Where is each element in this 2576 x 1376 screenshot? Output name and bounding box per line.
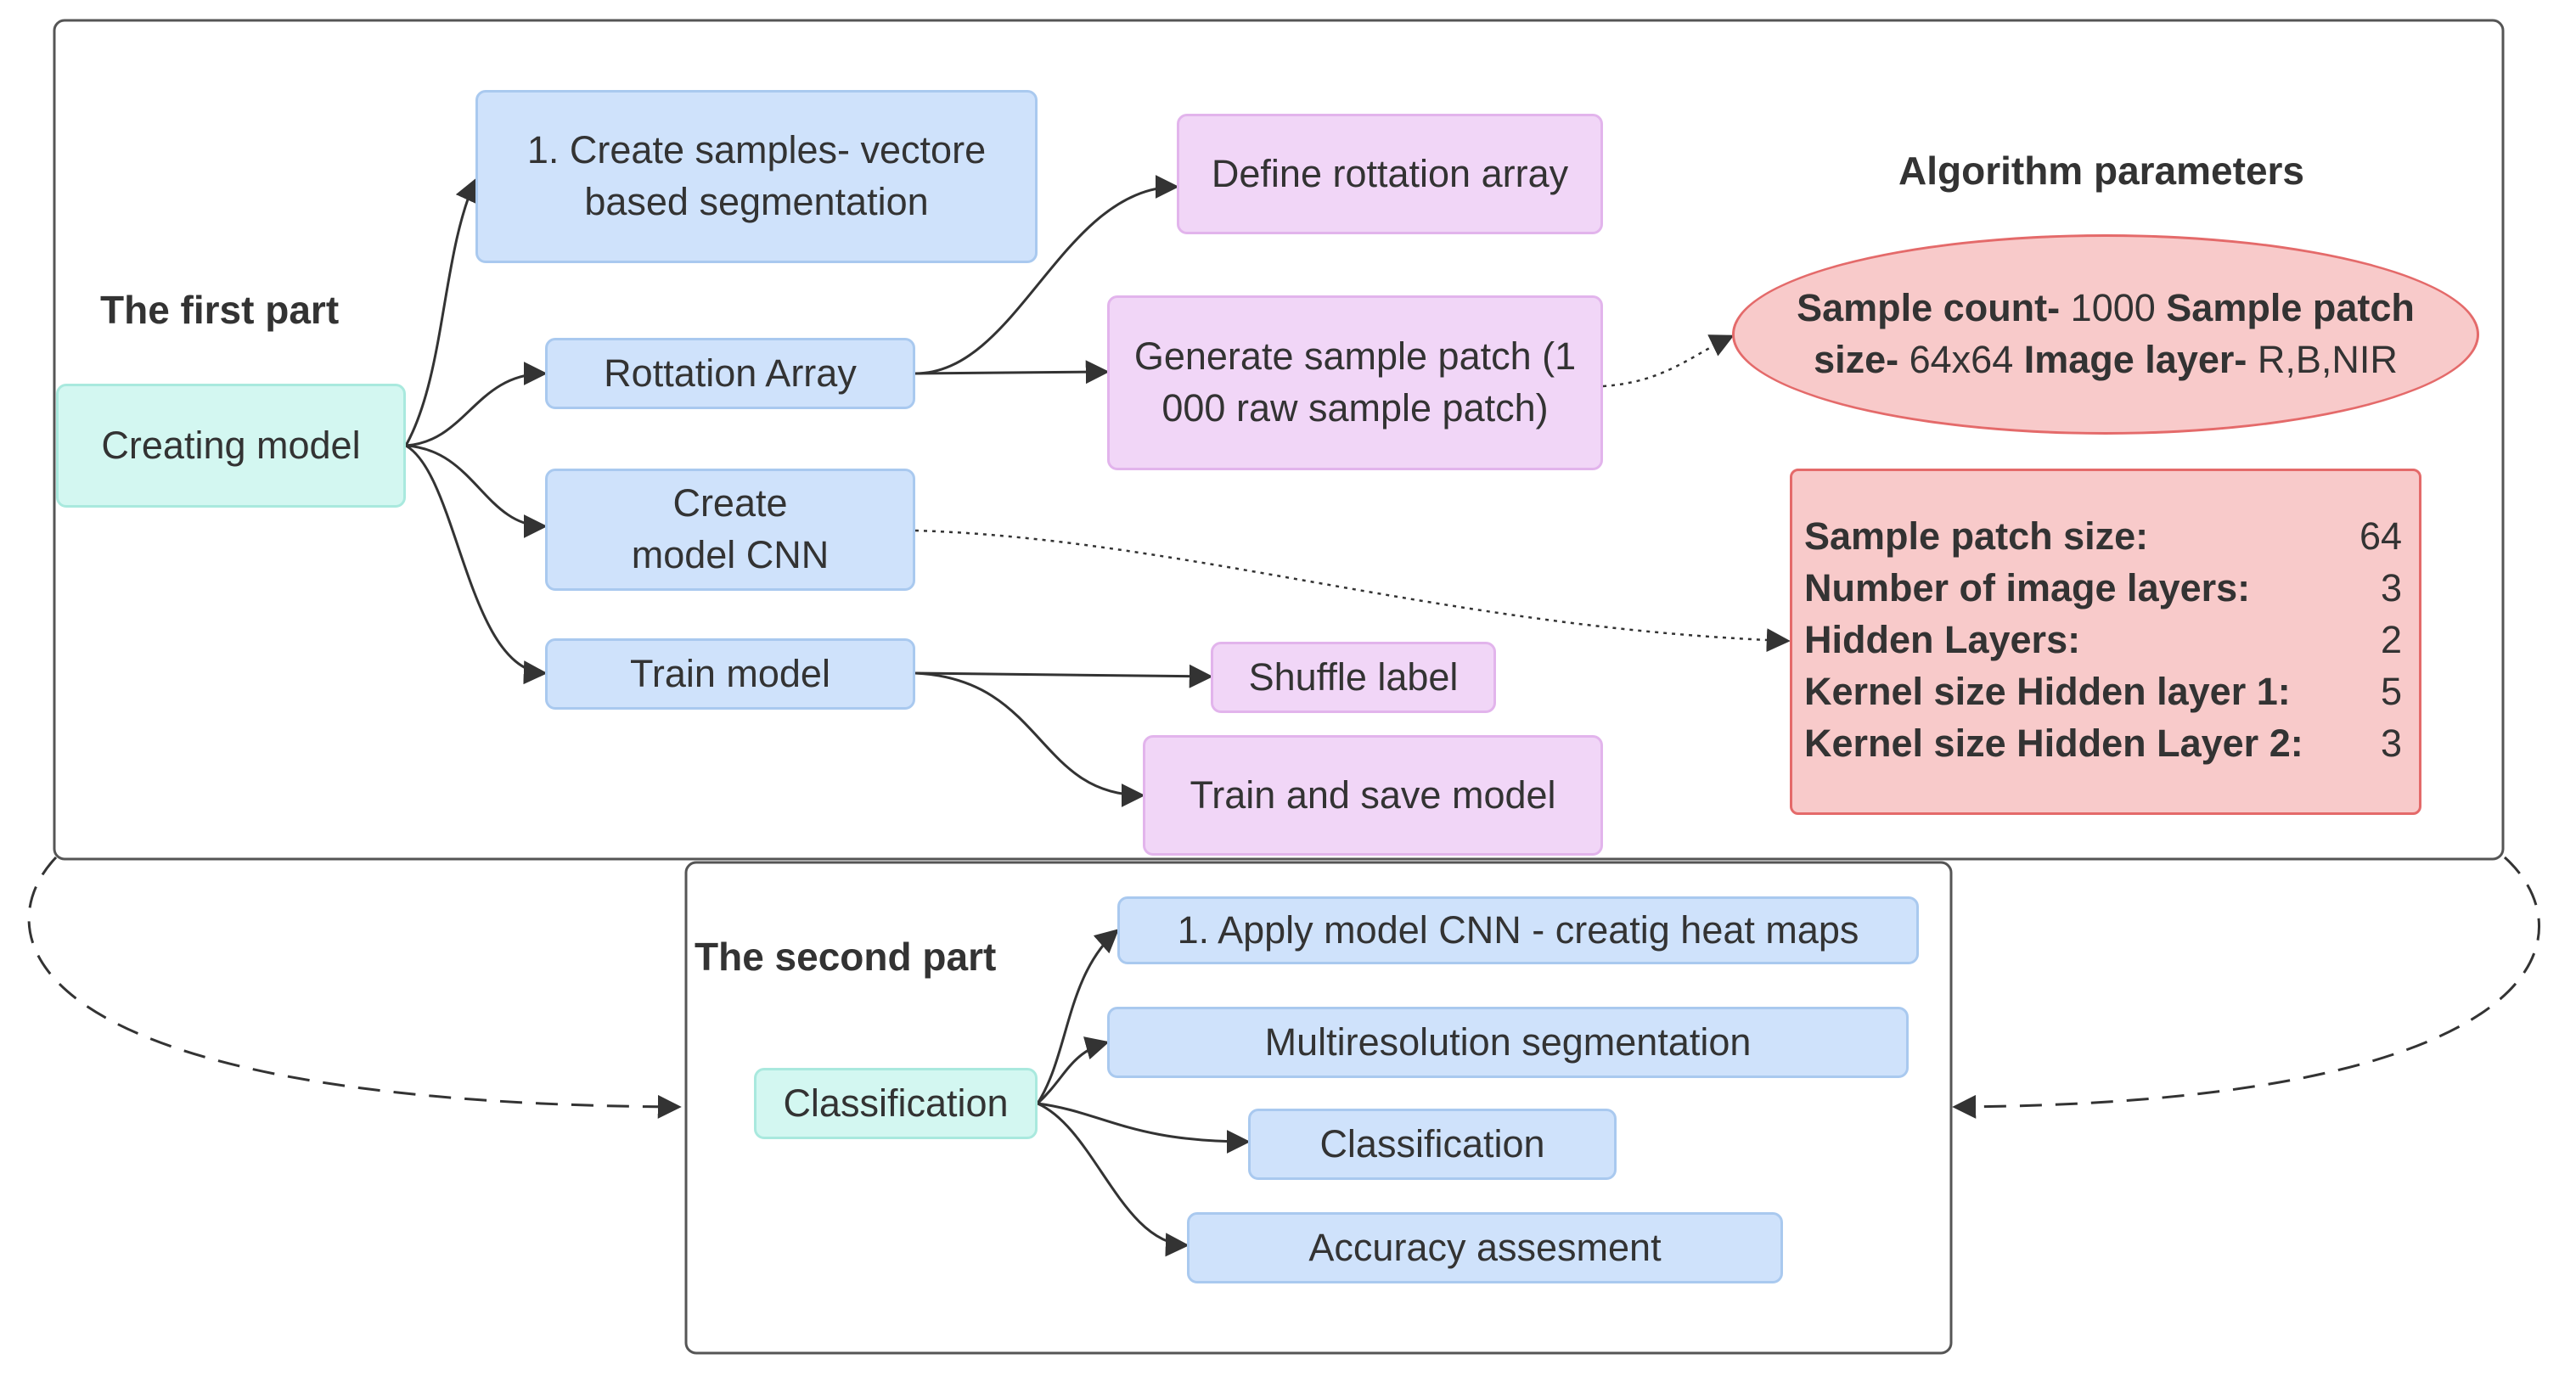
create-samples-node[interactable]: 1. Create samples- vectore based segment… [475,90,1038,263]
param-key: Sample patch size: [1804,514,2149,558]
second-part-container [684,861,1953,1355]
param-row: Number of image layers: 3 [1804,562,2402,614]
creating-model-node[interactable]: Creating model [56,384,406,508]
sample-parameters-ellipse: Sample count- 1000 Sample patch size- 64… [1732,234,2479,435]
first-part-container [53,19,2505,861]
edge-train-save [914,671,1145,807]
rotation-array-node[interactable]: Rottation Array [545,338,915,409]
cnn-parameters-box: Sample patch size: 64 Number of image lay… [1790,469,2421,815]
sample-patch-value: 64x64 [1909,338,2014,381]
algorithm-parameters-title: Algorithm parameters [1898,149,2305,193]
param-value: 2 [2380,617,2402,661]
image-layer-label: Image layer- [2023,338,2247,381]
param-value: 3 [2380,565,2402,609]
edge-root-create-samples [404,177,478,446]
first-part-title: The first part [100,288,340,332]
param-row: Kernel size Hidden Layer 2: 3 [1804,717,2402,769]
param-key: Hidden Layers: [1804,617,2081,661]
edge-class-accuracy [1037,1102,1190,1257]
loop-right [1952,856,2541,1119]
param-value: 5 [2380,669,2402,713]
edge-rotation-generate [914,360,1110,385]
edge-root-create-model [405,444,548,538]
param-row: Sample patch size: 64 [1804,510,2402,562]
edge-class-apply [1036,929,1120,1104]
classification-root-node[interactable]: Classification [754,1068,1038,1139]
edge-root-rotation [405,362,548,447]
param-row: Kernel size Hidden layer 1: 5 [1804,666,2402,717]
sample-count-label: Sample count- [1797,286,2061,330]
param-value: 3 [2380,721,2402,765]
param-key: Number of image layers: [1804,565,2251,609]
loop-left [27,856,682,1119]
edge-generate-sample-params [1602,334,1735,388]
create-model-cnn-node[interactable]: Create model CNN [545,469,915,591]
edge-cnn-params [914,529,1791,653]
shuffle-label-node[interactable]: Shuffle label [1211,642,1496,713]
generate-sample-patch-node[interactable]: Generate sample patch (1 000 raw sample … [1107,295,1603,470]
second-part-title: The second part [695,935,997,979]
param-key: Kernel size Hidden layer 1: [1804,669,2291,713]
sample-patch-label: Sample patch size- [1814,286,2415,381]
define-rotation-node[interactable]: Define rottation array [1177,114,1603,234]
multiresolution-segmentation-node[interactable]: Multiresolution segmentation [1107,1007,1909,1078]
sample-count-value: 1000 [2070,286,2156,330]
param-row: Hidden Layers: 2 [1804,614,2402,666]
param-value: 64 [2359,514,2402,558]
edge-root-train [405,444,548,685]
edge-class-classification [1037,1102,1251,1154]
train-model-node[interactable]: Train model [545,638,915,710]
edge-train-shuffle [914,664,1213,688]
image-layer-value: R,B,NIR [2257,338,2398,381]
param-key: Kernel size Hidden Layer 2: [1804,721,2303,765]
accuracy-assessment-node[interactable]: Accuracy assesment [1187,1212,1783,1283]
apply-model-cnn-node[interactable]: 1. Apply model CNN - creatig heat maps [1117,896,1919,964]
sample-parameters-text: Sample count- 1000 Sample patch size- 64… [1760,283,2451,386]
train-save-model-node[interactable]: Train and save model [1143,735,1603,856]
edge-class-multires [1036,1036,1110,1105]
classification-step-node[interactable]: Classification [1248,1109,1617,1180]
edge-rotation-define [914,175,1179,375]
